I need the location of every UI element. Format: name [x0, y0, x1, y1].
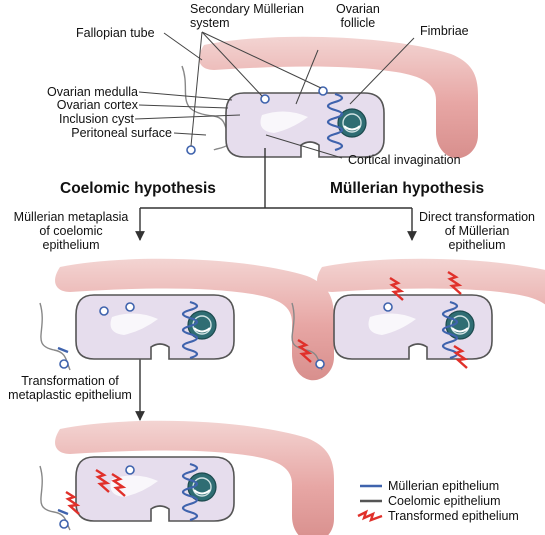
label-fimbriae: Fimbriae [420, 24, 469, 38]
label-peritoneal-surface: Peritoneal surface [71, 126, 172, 140]
secondary-mullerian-cyst-1 [260, 94, 270, 104]
leader-lines [134, 31, 415, 159]
secondary-mullerian-cyst-3 [186, 145, 196, 155]
label-cortical-invagination: Cortical invagination [348, 153, 461, 167]
step-direct-transformation: Direct transformation of Müllerian epith… [418, 210, 535, 252]
label-fallopian-tube: Fallopian tube [76, 26, 155, 40]
legend-transformed-swatch [357, 509, 383, 522]
label-inclusion-cyst: Inclusion cyst [58, 112, 134, 126]
step-mullerian-metaplasia: Müllerian metaplasia of coelomic epithel… [13, 210, 129, 252]
legend [357, 484, 383, 522]
label-secondary-mullerian-system: Secondary Müllerian system [190, 2, 304, 30]
heading-coelomic-hypothesis: Coelomic hypothesis [60, 180, 216, 197]
panel-mullerian-metaplasia [39, 258, 335, 381]
ovary-shape [225, 92, 385, 158]
step-transformation-metaplastic: Transformation of metaplastic epithelium [8, 374, 132, 402]
legend-mullerian-label: Müllerian epithelium [388, 479, 500, 493]
label-ovarian-cortex: Ovarian cortex [56, 98, 138, 112]
legend-coelomic-label: Coelomic epithelium [388, 494, 501, 508]
heading-mullerian-hypothesis: Müllerian hypothesis [330, 180, 485, 197]
panel-normal-anatomy [181, 36, 479, 159]
hypothesis-branch-connector [135, 148, 417, 421]
secondary-mullerian-cyst-2 [318, 86, 328, 96]
panel-transformation-metaplastic [39, 420, 335, 535]
panel-direct-transformation [291, 258, 545, 381]
legend-transformed-label: Transformed epithelium [388, 509, 519, 523]
label-ovarian-follicle: Ovarian follicle [336, 2, 380, 30]
label-ovarian-medulla: Ovarian medulla [46, 85, 138, 99]
